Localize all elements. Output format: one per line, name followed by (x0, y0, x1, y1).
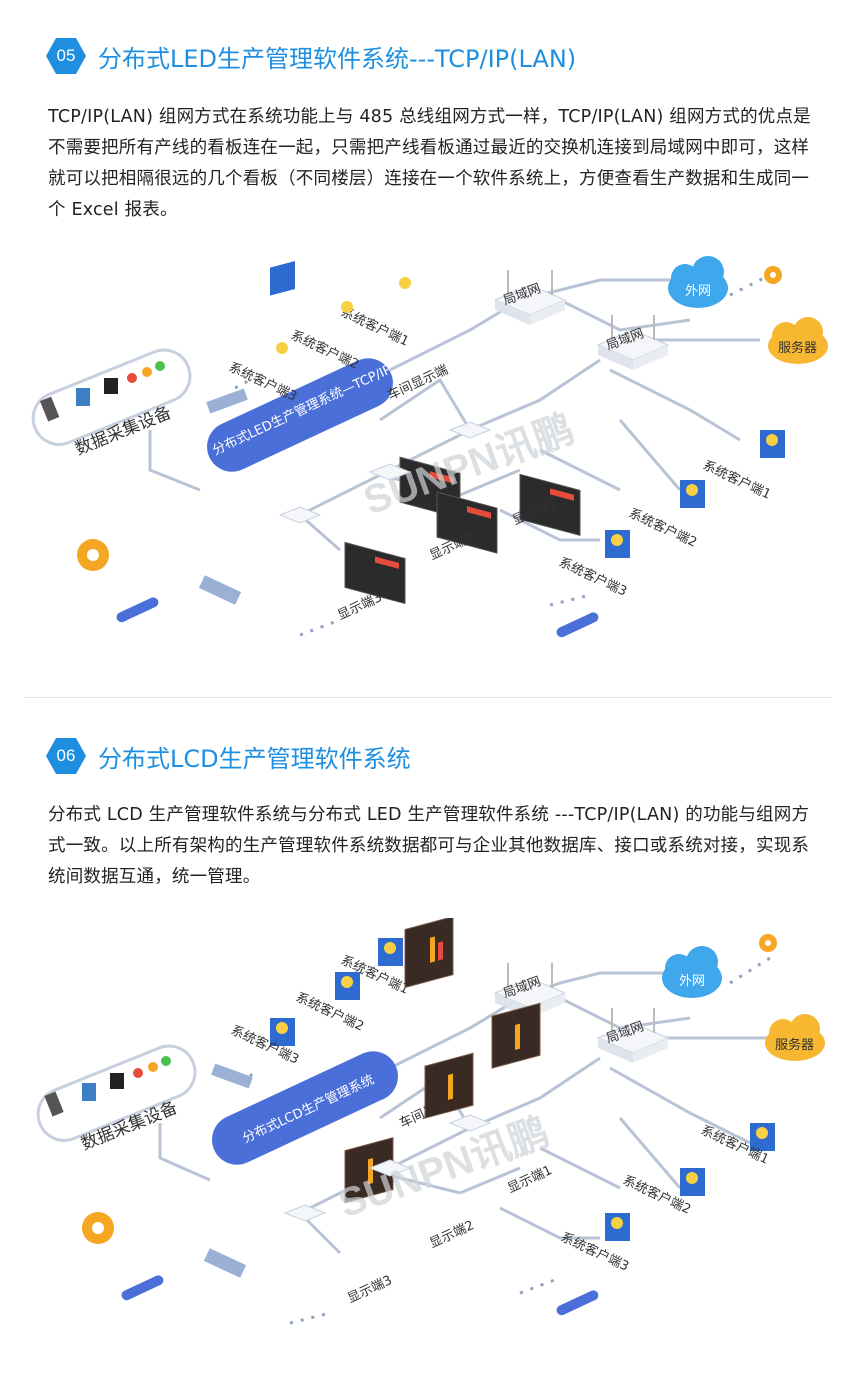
laptop-icon: 系统客户端3 (558, 1213, 631, 1275)
keyboard-icon (206, 388, 248, 414)
laptop-icon: 系统客户端3 (226, 260, 299, 405)
gear-icon (77, 539, 109, 571)
keyboard-icon (198, 575, 242, 605)
laptop-icon: 系统客户端2 (293, 972, 366, 1035)
led-board-display-2: 显示端2 (427, 491, 498, 564)
server-label: 服务器 (775, 1037, 814, 1053)
cloud-label: 外网 (679, 974, 705, 989)
device-bar (121, 1275, 164, 1301)
switch-icons (278, 421, 492, 524)
laptop-icon: 系统客户端2 (620, 1168, 705, 1218)
laptop-icon: 系统客户端2 (288, 301, 361, 373)
client-right-1-label: 系统客户端1 (700, 457, 773, 502)
display-1-label: 显示端1 (505, 1163, 554, 1197)
client-left-2-label: 系统客户端2 (288, 327, 361, 372)
diagram-svg: 数据采集设备 分布式LCD生产管理系统 局域网 局域网 (36, 918, 825, 1325)
section-05: 05 分布式LED生产管理软件系统---TCP/IP(LAN) TCP/IP(L… (0, 38, 860, 680)
display-2-label: 显示端2 (427, 1218, 476, 1252)
keyboard-icon (203, 1248, 247, 1278)
laptop-icon: 系统客户端1 (698, 1122, 775, 1168)
section-06: 06 分布式LCD生产管理软件系统 分布式 LCD 生产管理软件系统与分布式 L… (0, 698, 860, 1387)
keyboard-icon (211, 1063, 253, 1089)
network-diagram-lcd: 数据采集设备 分布式LCD生产管理系统 局域网 局域网 (0, 918, 860, 1378)
laptop-icon: 系统客户端2 (626, 480, 705, 551)
cloud-icon: 外网 (662, 946, 722, 998)
display-3-label: 显示端3 (345, 1273, 394, 1307)
switch-icons (283, 1114, 492, 1222)
led-board-display-3: 显示端3 (335, 541, 406, 624)
device-bar (556, 1290, 599, 1316)
client-right-3-label: 系统客户端3 (556, 554, 629, 599)
led-board-display-1: 显示端1 (510, 473, 581, 537)
lan-router-2: 局域网 (596, 1008, 670, 1063)
diagram-svg: 数据采集设备 分布式LED生产管理系统—TCP/IP 局域网 (31, 256, 828, 638)
network-diagram-led: 数据采集设备 分布式LED生产管理系统—TCP/IP 局域网 (0, 240, 860, 680)
section-divider (24, 697, 832, 698)
server-cloud-icon: 服务器 (765, 1014, 825, 1061)
lcd-board-display-2: 显示端2 (424, 1052, 477, 1252)
section-badge: 06 (46, 738, 86, 774)
section-title: 分布式LCD生产管理软件系统 (98, 744, 411, 773)
lan-router-1: 局域网 (493, 270, 567, 325)
section-title: 分布式LED生产管理软件系统---TCP/IP(LAN) (98, 44, 577, 73)
lan-router-2: 局域网 (596, 315, 670, 370)
cloud-label: 外网 (685, 284, 711, 299)
laptop-icon: 系统客户端3 (228, 1018, 301, 1068)
section-badge: 05 (46, 38, 86, 74)
section-06-header: 06 分布式LCD生产管理软件系统 (46, 738, 411, 774)
section-05-header: 05 分布式LED生产管理软件系统---TCP/IP(LAN) (46, 38, 576, 74)
section-paragraph: TCP/IP(LAN) 组网方式在系统功能上与 485 总线组网方式一样，TCP… (48, 107, 811, 220)
server-label: 服务器 (778, 340, 817, 356)
data-collection-device-group: 数据采集设备 (31, 348, 192, 460)
device-bar (556, 612, 599, 638)
cloud-icon: 外网 (668, 256, 728, 308)
laptop-icon: 系统客户端1 (700, 430, 785, 503)
server-cloud-icon: 服务器 (768, 317, 828, 364)
client-right-2-label: 系统客户端2 (626, 505, 699, 550)
data-collection-device-group: 数据采集设备 (36, 1044, 197, 1155)
laptop-icon: 系统客户端1 (338, 277, 411, 350)
gear-icon (759, 934, 777, 952)
device-bar (116, 597, 159, 623)
gear-icon (82, 1212, 114, 1244)
section-paragraph: 分布式 LCD 生产管理软件系统与分布式 LED 生产管理软件系统 ---TCP… (48, 805, 810, 887)
dotted-lines (234, 273, 771, 637)
gear-icon (764, 266, 782, 284)
display-3-label: 显示端3 (335, 590, 384, 624)
